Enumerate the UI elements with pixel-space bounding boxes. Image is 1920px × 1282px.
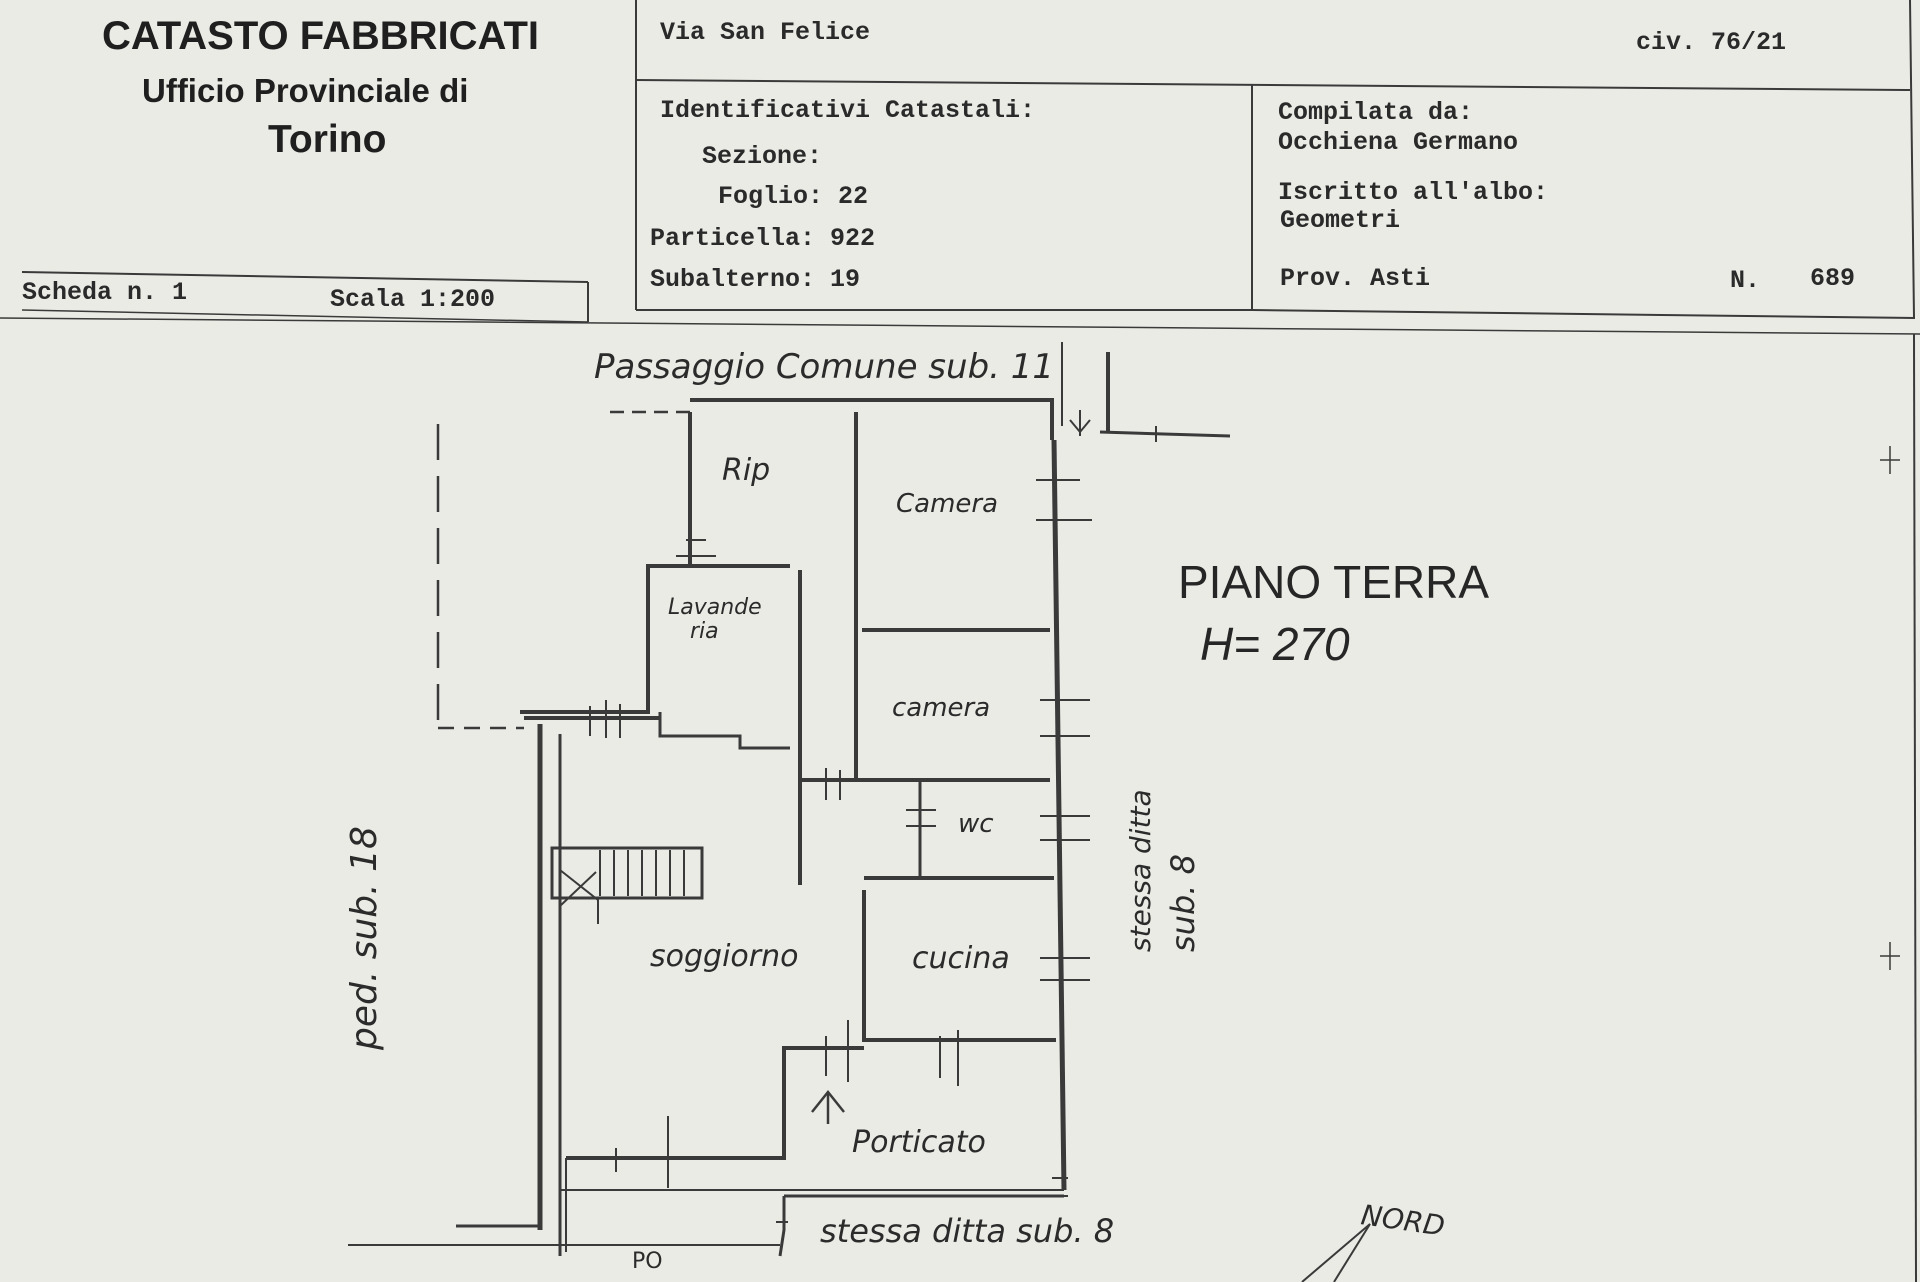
label-bottom-small: PO <box>632 1249 663 1274</box>
room-label-camera-1: Camera <box>896 489 998 519</box>
office-city: Torino <box>268 118 387 161</box>
room-label-porticato: Porticato <box>852 1125 986 1160</box>
foglio-value: Foglio: 22 <box>718 182 869 211</box>
wall-top <box>690 398 1054 440</box>
label-left-adjacent: ped. sub. 18 <box>344 826 385 1051</box>
room-label-wc: wc <box>958 809 994 839</box>
wall-bottom-step <box>778 1196 786 1257</box>
scale-box-top <box>21 271 589 283</box>
label-right-adjacent-1: stessa ditta <box>1124 789 1157 952</box>
room-label-rip: Rip <box>722 453 770 488</box>
plan-frame-right <box>1913 333 1917 1282</box>
entrance-arrow-head <box>811 1089 845 1113</box>
civic-number: civ. 76/21 <box>1636 28 1787 57</box>
stairs <box>550 846 704 900</box>
profession: Geometri <box>1280 206 1401 235</box>
plan-frame-top <box>0 317 1920 335</box>
room-label-camera-2: camera <box>892 693 990 723</box>
label-bottom-adjacent: stessa ditta sub. 8 <box>820 1212 1114 1250</box>
room-label-lavanderia-1: Lavande <box>668 595 762 620</box>
office-title: CATASTO FABBRICATI <box>102 14 540 58</box>
compiled-label: Compilata da: <box>1278 98 1474 127</box>
office-subtitle: Ufficio Provinciale di <box>142 72 469 109</box>
floor-height: H= 270 <box>1200 618 1350 670</box>
address: Via San Felice <box>660 18 871 47</box>
wall-lavanderia-left <box>520 564 790 714</box>
identifiers-heading: Identificativi Catastali: <box>660 96 1036 125</box>
sheet-number: Scheda n. 1 <box>22 278 188 307</box>
opening-ticks <box>589 342 1157 1223</box>
number-label: N. <box>1730 266 1761 295</box>
room-label-soggiorno: soggiorno <box>650 939 798 974</box>
sezione-label: Sezione: <box>702 142 823 171</box>
compiler-bottom-line <box>1251 309 1916 319</box>
north-label: NORD <box>1359 1198 1447 1242</box>
header-row-line <box>635 79 1911 91</box>
particella-value: Particella: 922 <box>650 224 876 253</box>
registered-label: Iscritto all'albo: <box>1278 178 1549 207</box>
scale-label: Scala 1:200 <box>330 285 496 314</box>
label-right-adjacent-2: sub. 8 <box>1164 854 1202 952</box>
wall-top-right <box>1099 430 1231 438</box>
stair-treads <box>559 850 685 924</box>
wall-step <box>658 712 790 750</box>
floor-title: PIANO TERRA <box>1178 556 1489 608</box>
wall-porticato-inner <box>566 1046 864 1160</box>
header-right-border <box>1909 0 1915 319</box>
room-label-lavanderia-2: ria <box>690 619 719 644</box>
room-label-cucina: cucina <box>912 941 1010 976</box>
subalterno-value: Subalterno: 19 <box>650 265 861 294</box>
wall-cucina <box>862 890 1056 1042</box>
province: Prov. Asti <box>1280 264 1431 293</box>
corner-arrow <box>1069 419 1091 434</box>
registration-number: 689 <box>1810 264 1856 293</box>
compiler-name: Occhiena Germano <box>1278 128 1519 157</box>
scale-box-bottom <box>21 309 589 323</box>
north-arrow <box>1301 1223 1371 1282</box>
label-top-passage: Passaggio Comune sub. 11 <box>594 347 1054 387</box>
